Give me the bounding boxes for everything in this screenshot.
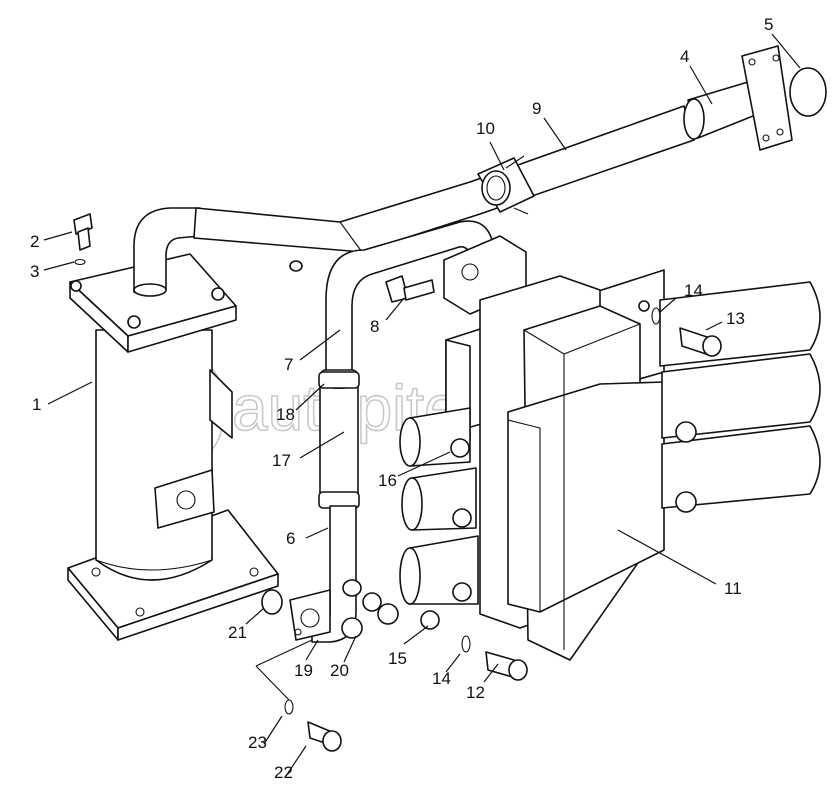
callouts: 1 2 3 4 5 6 7 8 9 10 11 12 13 14 14 15 1… <box>30 15 773 782</box>
callout-2: 2 <box>30 232 39 251</box>
callout-1: 1 <box>32 395 41 414</box>
callout-4: 4 <box>680 47 689 66</box>
callout-14-upper: 14 <box>684 281 703 300</box>
callout-14-lower: 14 <box>432 669 451 688</box>
callout-23: 23 <box>248 733 267 752</box>
fittings <box>73 213 722 752</box>
callout-18: 18 <box>276 405 295 424</box>
callout-15: 15 <box>388 649 407 668</box>
valve-body <box>479 275 665 661</box>
callout-10: 10 <box>476 119 495 138</box>
callout-8: 8 <box>370 317 379 336</box>
callout-20: 20 <box>330 661 349 680</box>
cap-5 <box>789 67 827 117</box>
leader-lines <box>43 33 801 777</box>
sleeve-4 <box>683 81 759 140</box>
flange-4 <box>741 45 793 151</box>
hose-17 <box>318 369 360 509</box>
callout-22: 22 <box>274 763 293 782</box>
end-caps <box>399 407 479 605</box>
callout-5: 5 <box>764 15 773 34</box>
bracket-block-lower <box>289 589 331 641</box>
pipe-9 <box>193 105 695 272</box>
callout-21: 21 <box>228 623 247 642</box>
callout-11: 11 <box>724 579 742 598</box>
callout-13: 13 <box>726 309 745 328</box>
callout-12: 12 <box>466 683 485 702</box>
callout-3: 3 <box>30 262 39 281</box>
clamp-10 <box>477 155 535 215</box>
filter-housing <box>67 207 279 641</box>
callout-9: 9 <box>532 99 541 118</box>
callout-7: 7 <box>284 355 293 374</box>
callout-6: 6 <box>286 529 295 548</box>
callout-16: 16 <box>378 471 397 490</box>
callout-17: 17 <box>272 451 291 470</box>
callout-19: 19 <box>294 661 313 680</box>
